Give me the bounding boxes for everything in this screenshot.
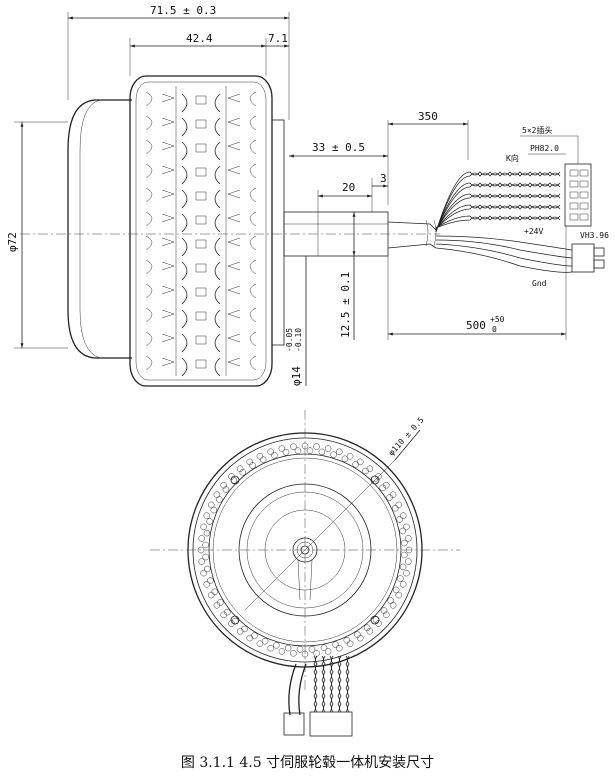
- front-signal-wires: [313, 655, 350, 713]
- label-signal-pins: 5×2插头: [522, 125, 552, 135]
- dim-cable-tol: +50: [490, 315, 505, 324]
- dim-overall-width: 71.5 ± 0.3: [150, 4, 216, 17]
- front-signal-connector: [309, 711, 353, 737]
- dim-cable-tol-lower: 0: [492, 325, 497, 334]
- dim-diameter: φ72: [6, 232, 19, 252]
- dim-hub-offset: 7.1: [268, 32, 288, 45]
- figure-caption: 图 3.1.1 4.5 寸伺服轮毂一体机安装尺寸: [180, 755, 435, 771]
- label-power-pos: +24V: [524, 227, 543, 236]
- front-view: φ110 ± 0.5: [150, 410, 460, 737]
- power-wire-a: [435, 235, 573, 251]
- dim-cable-top: 350: [418, 110, 438, 123]
- vent-holes: [197, 442, 413, 658]
- dim-cable-total: 500: [466, 319, 486, 332]
- main-cable: [387, 221, 437, 249]
- front-power-cable: [288, 663, 297, 716]
- label-signal-type: PH82.0: [530, 144, 559, 153]
- dim-shaft-length: 33 ± 0.5: [312, 141, 365, 154]
- dim-shaft-tol-upper: -0.05: [285, 328, 294, 352]
- dim-shaft-height: 12.5 ± 0.1: [339, 272, 352, 338]
- label-signal-view: K向: [506, 153, 519, 163]
- power-connector: [571, 243, 595, 273]
- signal-wires: [435, 171, 561, 233]
- power-wire-b: [435, 243, 573, 267]
- dim-tire-width: 42.4: [186, 32, 213, 45]
- label-ground: Gnd: [532, 279, 547, 288]
- side-view: 71.5 ± 0.3 42.4 7.1 φ72 350 33 ± 0.5 20 …: [6, 4, 609, 387]
- hub-body: [67, 99, 132, 359]
- dim-shaft-step: 3: [380, 172, 387, 185]
- dim-shaft-flat: 20: [342, 181, 355, 194]
- tire-tread: [145, 86, 257, 377]
- hub-flange: [271, 119, 285, 346]
- tire-outline: [129, 75, 273, 387]
- dim-bolt-circle: φ110 ± 0.5: [387, 415, 426, 457]
- dim-shaft-tol-lower: -0.10: [294, 328, 303, 352]
- dim-shaft-diameter: φ14: [290, 366, 303, 386]
- label-power-type: VH3.96: [580, 231, 609, 240]
